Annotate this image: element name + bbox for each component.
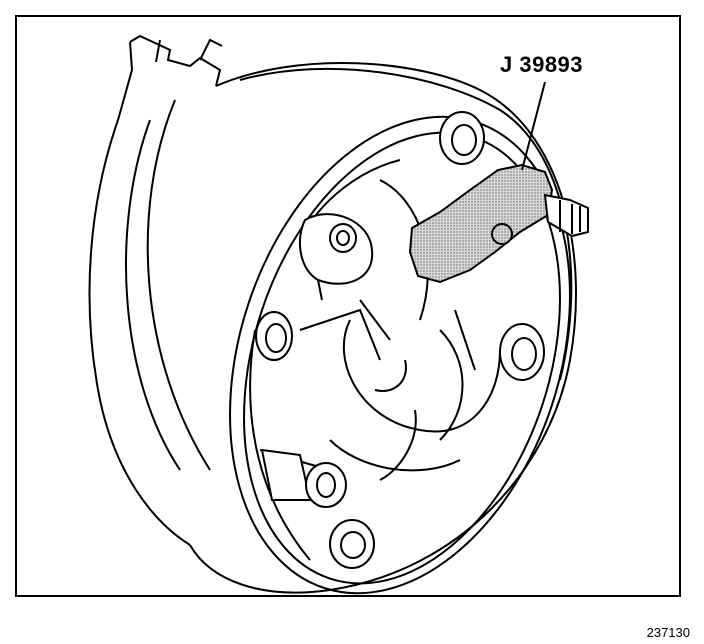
mounting-bosses (255, 111, 545, 569)
figure-number: 237130 (646, 625, 690, 640)
figure-frame (15, 15, 681, 597)
special-tool (408, 163, 589, 284)
front-cover-plate (229, 115, 571, 595)
compressor-body (88, 34, 577, 594)
center-shaft (298, 213, 374, 301)
tool-callout-label: J 39893 (500, 52, 584, 77)
tool-screw (543, 193, 589, 238)
lower-fitting (260, 448, 347, 508)
tool-body (408, 163, 554, 284)
callout-leader (521, 81, 546, 171)
